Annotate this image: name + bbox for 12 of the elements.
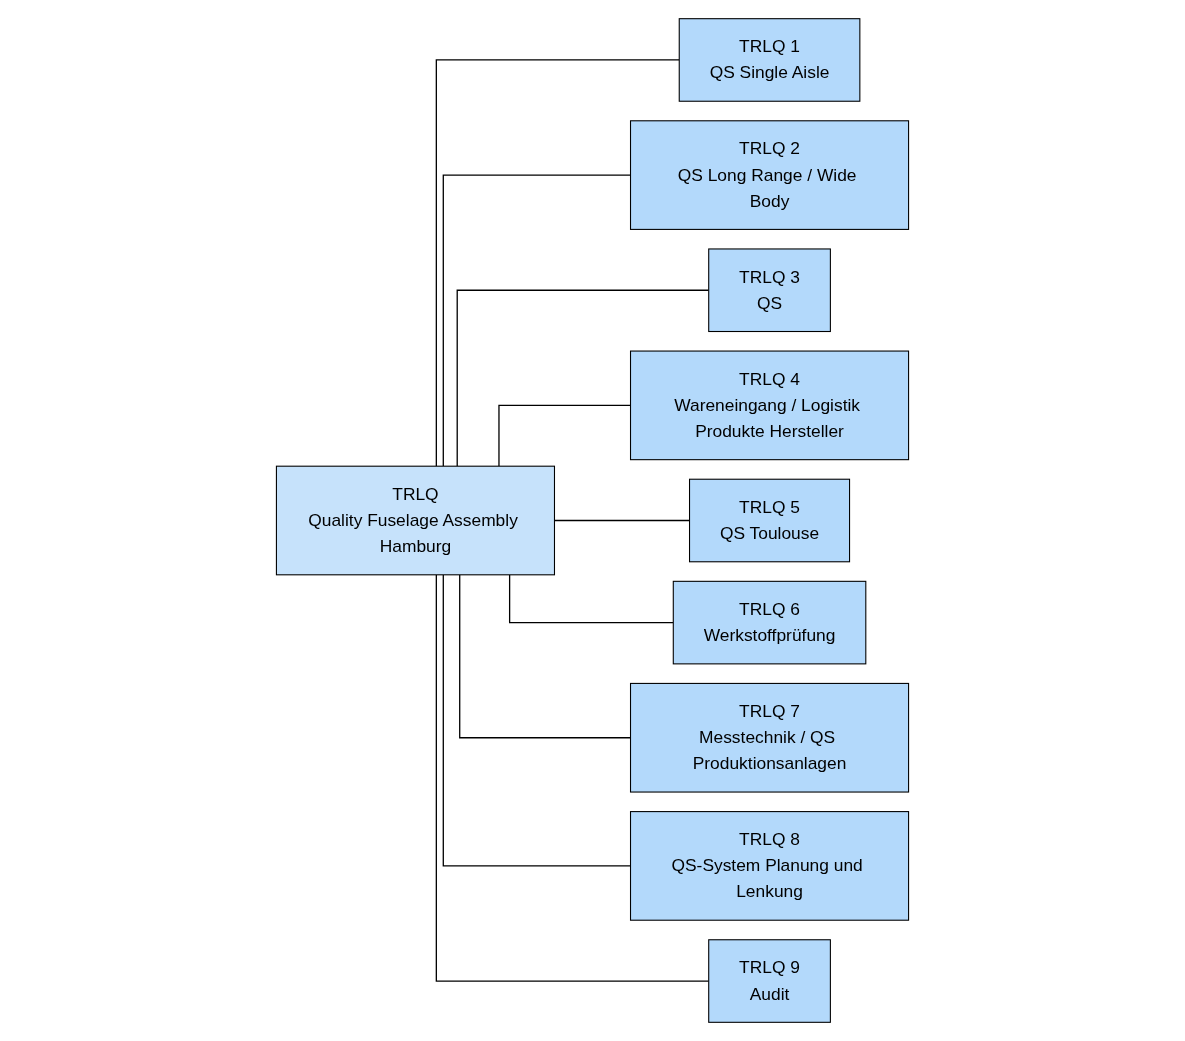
node-box: TRLQ 7 Messtechnik / QS Produktionsanlagen: [629, 682, 910, 793]
node-box: TRLQ Quality Fuselage Assembly Hamburg: [275, 465, 556, 576]
node-box: TRLQ 1 QS Single Aisle: [678, 18, 861, 102]
node-box: TRLQ 8 QS-System Planung und Lenkung: [629, 811, 910, 921]
connector: [435, 59, 680, 467]
node-box: TRLQ 6 Werkstoffprüfung: [672, 580, 867, 665]
node-box: TRLQ 9 Audit: [708, 939, 831, 1023]
connector: [509, 574, 674, 624]
node-box: TRLQ 2 QS Long Range / Wide Body: [629, 120, 910, 230]
node-box: TRLQ 4 Wareneingang / Logistik Produkte Hersteller: [629, 350, 910, 461]
node-box: TRLQ 3 QS: [708, 248, 831, 333]
node-box: TRLQ 5 QS Toulouse: [689, 478, 851, 563]
